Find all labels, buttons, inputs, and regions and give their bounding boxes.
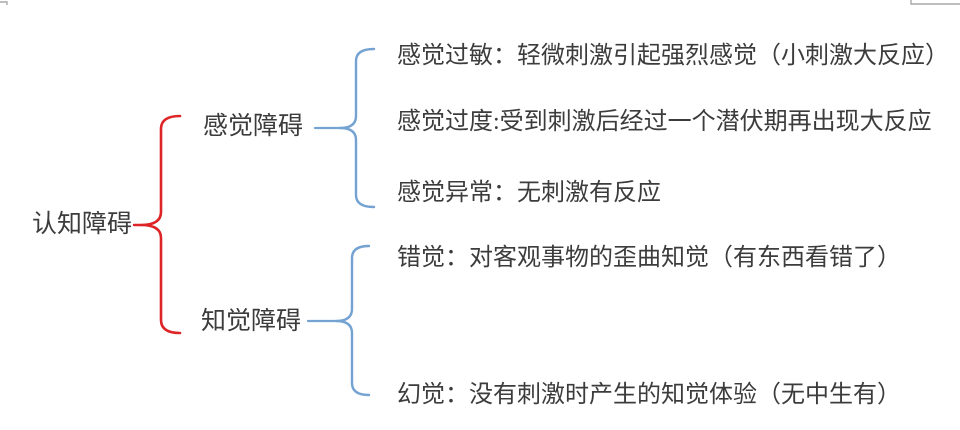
sensory-brace [338,47,376,209]
leaf-item-sensory-excess: 感觉过度:受到刺激后经过一个潜伏期再出现大反应 [397,109,932,135]
leaf-item-sensory-hypersensitivity: 感觉过敏：轻微刺激引起强烈感觉（小刺激大反应） [397,43,949,69]
screen-edge-artifact-top-right [910,0,960,5]
leaf-item-hallucination: 幻觉：没有刺激时产生的知觉体验（无中生有） [397,382,901,408]
screen-edge-artifact-top-left [0,1,8,5]
root-brace [139,114,182,335]
leaf-item-illusion: 错觉：对客观事物的歪曲知觉（有东西看错了） [397,245,901,271]
leaf-item-sensory-abnormality: 感觉异常：无刺激有反应 [397,180,661,206]
root-node-label: 认知障碍 [32,211,133,238]
branch-label-perception-disorder: 知觉障碍 [201,308,302,335]
perception-brace [334,244,371,397]
branch-label-sensory-disorder: 感觉障碍 [203,113,304,140]
